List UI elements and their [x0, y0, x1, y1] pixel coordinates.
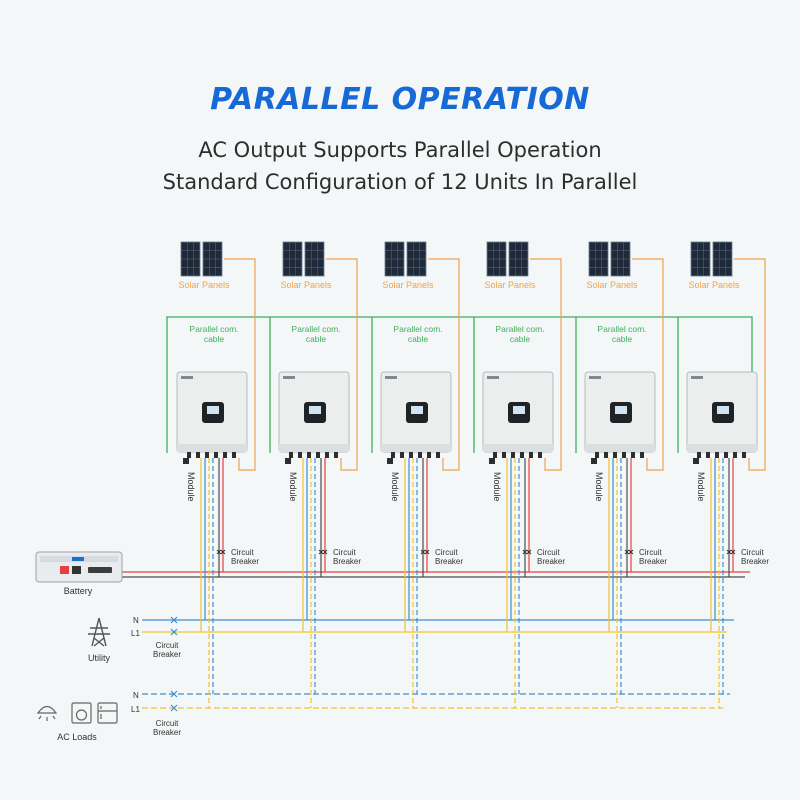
solar-panels-label: Solar Panels — [688, 280, 740, 290]
loads-breaker-label-1: Circuit — [156, 719, 179, 728]
circuit-breaker-icon — [522, 549, 532, 555]
module-label: Module — [390, 472, 400, 502]
parallel-com-label-2: cable — [204, 334, 225, 344]
inverter-icon — [584, 371, 656, 464]
circuit-breaker-icon — [318, 549, 328, 555]
solar-cable — [530, 258, 562, 471]
utility-tower-icon — [88, 617, 110, 647]
solar-panel-icon — [384, 241, 427, 277]
battery: Battery — [35, 551, 123, 596]
loads-l1-label: L1 — [131, 705, 140, 714]
solar-panel-icon — [690, 241, 733, 277]
utility-breaker-label-1: Circuit — [156, 641, 179, 650]
solar-cable — [632, 258, 664, 471]
utility-n-label: N — [133, 616, 139, 625]
loads-n-label: N — [133, 691, 139, 700]
ac-loads-label: AC Loads — [57, 732, 97, 742]
solar-cable — [734, 258, 766, 471]
module-label: Module — [492, 472, 502, 502]
circuit-breaker-label-1: Circuit — [333, 548, 356, 557]
inverter-icon — [686, 371, 758, 464]
circuit-breaker-label-2: Breaker — [639, 557, 667, 566]
module-label: Module — [186, 472, 196, 502]
module-label: Module — [594, 472, 604, 502]
battery-neg-terminal — [72, 566, 81, 574]
inverter-icon — [482, 371, 554, 464]
solar-cable — [428, 258, 460, 471]
battery-display — [88, 567, 112, 573]
utility-l1-breaker-icon — [170, 628, 178, 636]
circuit-breaker-label-1: Circuit — [639, 548, 662, 557]
battery-label: Battery — [64, 586, 93, 596]
washer-icon — [71, 702, 92, 724]
solar-cable — [224, 258, 256, 471]
circuit-breaker-label-1: Circuit — [231, 548, 254, 557]
circuit-breaker-label-1: Circuit — [741, 548, 764, 557]
solar-panels-label: Solar Panels — [178, 280, 230, 290]
parallel-com-label-1: Parallel com. — [597, 324, 646, 334]
circuit-breaker-label-2: Breaker — [231, 557, 259, 566]
subtitle-line-1: AC Output Supports Parallel Operation — [198, 138, 602, 162]
battery-logo — [72, 557, 84, 561]
circuit-breaker-label-2: Breaker — [741, 557, 769, 566]
circuit-breaker-label-2: Breaker — [537, 557, 565, 566]
loads-l1-breaker-icon — [170, 704, 178, 712]
module-label: Module — [696, 472, 706, 502]
module-label: Module — [288, 472, 298, 502]
utility-breaker-label-2: Breaker — [153, 650, 181, 659]
parallel-com-label-1: Parallel com. — [291, 324, 340, 334]
parallel-com-label-2: cable — [306, 334, 327, 344]
solar-panel-icon — [588, 241, 631, 277]
circuit-breaker-icon — [216, 549, 226, 555]
loads-n-breaker-icon — [170, 690, 178, 698]
circuit-breaker-label-1: Circuit — [435, 548, 458, 557]
solar-panel-icon — [486, 241, 529, 277]
ac-loads-icons — [36, 702, 118, 724]
circuit-breaker-icon — [420, 549, 430, 555]
parallel-com-label-2: cable — [612, 334, 633, 344]
loads-breaker-label-2: Breaker — [153, 728, 181, 737]
solar-panels-label: Solar Panels — [382, 280, 434, 290]
battery-pos-terminal — [60, 566, 69, 574]
subtitle-line-2: Standard Configuration of 12 Units In Pa… — [162, 170, 638, 194]
inverter-icon — [176, 371, 248, 464]
solar-panels-label: Solar Panels — [484, 280, 536, 290]
utility-n-breaker-icon — [170, 616, 178, 624]
utility-label: Utility — [88, 653, 110, 663]
circuit-breaker-label-2: Breaker — [435, 557, 463, 566]
parallel-com-label-2: cable — [510, 334, 531, 344]
utility-l1-label: L1 — [131, 629, 140, 638]
parallel-com-label-1: Parallel com. — [189, 324, 238, 334]
parallel-com-label-1: Parallel com. — [393, 324, 442, 334]
circuit-breaker-label-1: Circuit — [537, 548, 560, 557]
solar-panels-label: Solar Panels — [586, 280, 638, 290]
solar-panel-icon — [282, 241, 325, 277]
lamp-icon — [36, 705, 58, 714]
solar-panel-icon — [180, 241, 223, 277]
inverter-icon — [380, 371, 452, 464]
solar-cable — [326, 258, 358, 471]
fridge-icon — [97, 702, 118, 724]
solar-panels-label: Solar Panels — [280, 280, 332, 290]
circuit-breaker-icon — [624, 549, 634, 555]
circuit-breaker-icon — [726, 549, 736, 555]
page-title: PARALLEL OPERATION — [210, 82, 590, 117]
circuit-breaker-label-2: Breaker — [333, 557, 361, 566]
parallel-com-label-1: Parallel com. — [495, 324, 544, 334]
parallel-com-label-2: cable — [408, 334, 429, 344]
inverter-icon — [278, 371, 350, 464]
